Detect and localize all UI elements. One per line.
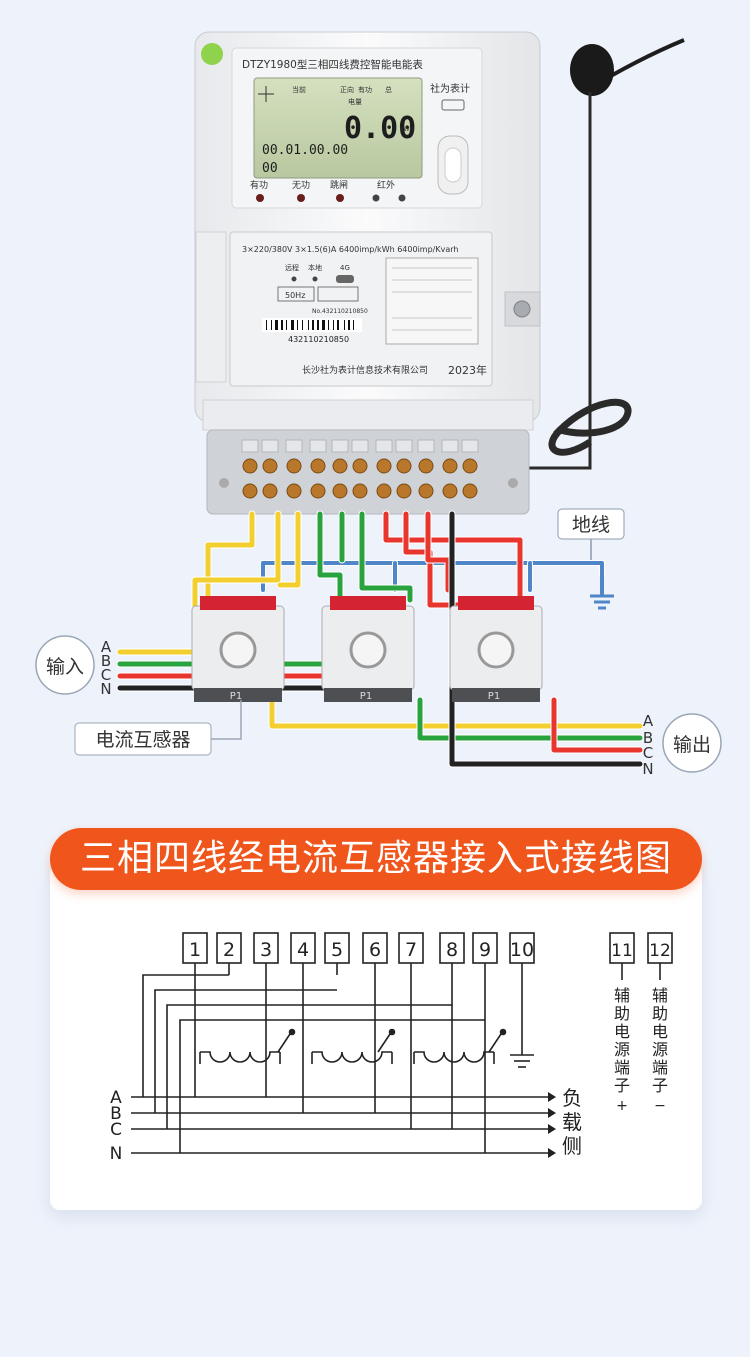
current-transformer: P1 [191, 596, 285, 702]
output-phase-b: B [643, 729, 653, 747]
lcd-energy: 电量 [348, 97, 362, 106]
terminal-chart [385, 257, 479, 345]
led-label-reactive: 无功 [292, 180, 310, 191]
comm-label: 4G [340, 264, 350, 272]
led-label-trip: 跳闸 [330, 179, 348, 191]
lcd-screen [253, 77, 423, 179]
brand-text: 社为表计 [430, 82, 470, 95]
svg-text:P1: P1 [488, 691, 500, 702]
led-icon [336, 194, 344, 202]
ct-label: 电流互感器 [95, 729, 190, 751]
lcd-forward: 正向 [340, 85, 354, 94]
led-icon [398, 194, 406, 202]
comm-label: 远程 [285, 263, 299, 272]
lcd-total: 总 [385, 85, 392, 94]
title-banner: 三相四线经电流互感器接入式接线图 [50, 828, 702, 890]
current-transformer: P1 [449, 596, 543, 702]
lcd-small: 00 [262, 161, 278, 176]
output-badge [662, 713, 722, 773]
lcd-active: 有功 [358, 85, 372, 94]
ground-label: 地线 [572, 514, 610, 536]
frequency-label: 50Hz [285, 291, 305, 300]
banner-title: 三相四线经电流互感器接入式接线图 [79, 838, 672, 879]
year-label: 2023年 [448, 363, 487, 377]
current-transformer: P1 [321, 596, 415, 702]
meter-model-title: DTZY1980型三相四线费控智能电能表 [242, 58, 423, 71]
output-phase-a: A [643, 712, 654, 730]
output-phase-c: C [643, 744, 653, 762]
led-icon [256, 194, 264, 202]
serial-number: 432110210850 [288, 335, 349, 344]
lcd-value: 0.00 [344, 111, 416, 146]
input-label: 输入 [46, 656, 84, 678]
schematic-card [50, 864, 702, 1210]
led-icon [297, 194, 305, 202]
spec-line: 3×220/380V 3×1.5(6)A 6400imp/kWh 6400imp… [242, 245, 458, 254]
ground-icon [590, 565, 614, 610]
input-phase-a: A [101, 638, 112, 656]
output-phase-n: N [642, 760, 653, 778]
lcd-unit: kWh [400, 126, 413, 133]
comm-label: 本地 [308, 263, 322, 272]
serial-small: No.432110210850 [312, 308, 368, 315]
led-label-active: 有功 [250, 179, 268, 191]
antenna [528, 38, 685, 470]
input-phase-b: B [101, 652, 111, 670]
output-label: 输出 [673, 734, 711, 756]
lcd-time: 00.01.00.00 [262, 143, 348, 158]
screw-icon [513, 300, 531, 318]
input-phase-n: N [100, 680, 111, 698]
input-badge [35, 635, 95, 695]
manufacturer: 长沙社为表计信息技术有限公司 [302, 364, 428, 376]
meter: DTZY1980型三相四线费控智能电能表 当前 正向 有功 总 电量 0.00 … [194, 31, 541, 515]
led-icon [372, 194, 380, 202]
input-phase-c: C [101, 666, 111, 684]
svg-text:P1: P1 [360, 691, 372, 702]
power-led-icon [201, 43, 223, 65]
svg-text:P1: P1 [230, 691, 242, 702]
led-label-infrared: 红外 [377, 179, 395, 191]
lcd-current: 当前 [292, 85, 306, 94]
